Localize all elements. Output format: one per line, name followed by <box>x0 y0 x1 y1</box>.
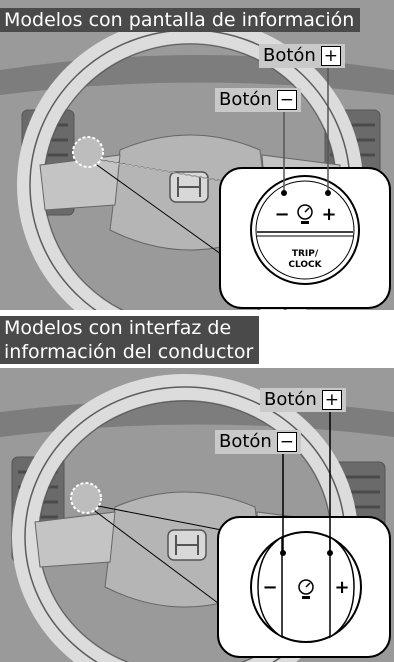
plus-button-label: Botón + <box>260 388 346 412</box>
minus-button-icon: − <box>276 432 297 452</box>
section-header: Modelos con pantalla de información <box>0 8 361 32</box>
callout-target-circle <box>72 136 104 168</box>
plus-button-icon: + <box>320 46 341 66</box>
switch-minus-sign: − <box>262 577 277 598</box>
section-info-display: − + TRIP/ CLOCK Modelos con pantalla de … <box>0 0 394 310</box>
steering-wheel-illustration: − + <box>0 312 394 662</box>
gauge-icon <box>298 579 314 599</box>
callout-target-circle <box>70 482 102 514</box>
trip-clock-label-line2: CLOCK <box>288 260 322 270</box>
plus-button-icon: + <box>321 390 342 410</box>
trip-clock-label-line1: TRIP/ <box>292 249 319 259</box>
gauge-icon <box>297 204 313 224</box>
switch-plus-sign: + <box>334 577 349 598</box>
minus-button-label: Botón − <box>215 88 301 112</box>
switch-inset-box: − + <box>217 412 391 658</box>
section-header: Modelos con interfaz de información del … <box>0 316 260 364</box>
switch-minus-sign: − <box>274 204 289 225</box>
minus-button-icon: − <box>276 90 297 110</box>
section-driver-info-interface: − + Modelos con interfaz de información … <box>0 312 394 662</box>
plus-button-label: Botón + <box>259 44 345 68</box>
switch-inset-box: − + TRIP/ CLOCK <box>219 68 391 309</box>
minus-button-label: Botón − <box>215 430 301 454</box>
switch-plus-sign: + <box>321 204 336 225</box>
